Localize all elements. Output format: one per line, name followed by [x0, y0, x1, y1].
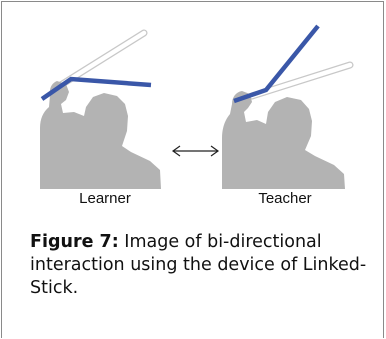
teacher-figure [222, 24, 354, 189]
teacher-silhouette [222, 91, 345, 189]
learner-stick [40, 76, 152, 101]
linked-stick-illustration [40, 24, 354, 189]
double-headed-arrow-icon [171, 145, 220, 157]
caption-text: Image of bi-directional interaction usin… [30, 232, 367, 298]
teacher-ghost-stick [248, 61, 354, 100]
teacher-stick [233, 24, 320, 104]
figure-caption: Figure 7: Image of bi-directional intera… [30, 231, 370, 300]
learner-label: Learner [79, 190, 131, 207]
teacher-label: Teacher [258, 190, 312, 207]
learner-figure [40, 29, 161, 189]
learner-silhouette [40, 81, 161, 189]
figure-number: Figure 7: [30, 232, 119, 252]
